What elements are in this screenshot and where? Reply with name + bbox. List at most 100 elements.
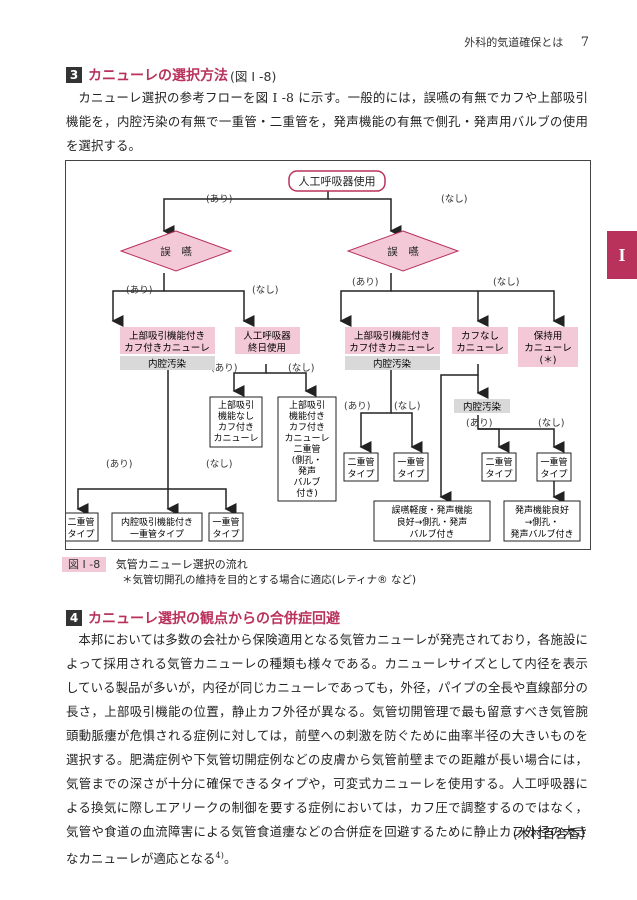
box-double-type-center [481, 452, 517, 482]
root-node [288, 170, 386, 192]
figure-note: ＊気管切開孔の維持を目的とする場合に適応(レティナ® など) [122, 574, 417, 586]
box-single-type-right-l2: タイプ [397, 469, 424, 480]
label-naikou-r-yes: (あり) [344, 401, 370, 412]
label-naikou-l-yes: (あり) [106, 459, 132, 470]
box-upper-no-cuff-l1: 上部吸引 [218, 399, 254, 411]
box-aspiration-mild-l1: 誤嚥軽度・発声機能 [391, 504, 472, 516]
box-upper-no-cuff-l2: 機能なし [218, 410, 254, 422]
box-upper-double-l1: 上部吸引 [289, 399, 325, 411]
box-voice-good-l2: →側孔・ [525, 516, 560, 528]
section4-number: 4 [66, 610, 82, 626]
box-single-type-center-l1: 一重管 [540, 456, 567, 468]
root-node-label: 人工呼吸器使用 [299, 175, 376, 188]
tag-naikou-left-label: 内腔汚染 [148, 358, 187, 370]
section4-text: 本邦においては多数の会社から保険適用となる気管カニューレが発売されており，各施設… [66, 632, 588, 867]
node-right-suction-cuff-line2: カフ付きカニューレ [349, 343, 435, 354]
box-upper-double-l4: カニューレ [284, 433, 329, 444]
box-upper-double-l9: 付き) [296, 488, 318, 499]
node-left-suction-cuff-line1: 上部吸引機能付き [129, 330, 205, 342]
box-single-type-center-l2: タイプ [540, 469, 567, 480]
label-vent-yes: (あり) [211, 363, 237, 374]
label-gomu-r-yes: (あり) [352, 277, 378, 288]
box-single-type-left-l2: タイプ [212, 529, 239, 540]
label-naikou-c-yes: (あり) [466, 418, 492, 429]
node-left-suction-cuff [120, 327, 215, 354]
section4-tail: 。 [223, 851, 237, 867]
box-upper-double-l3: カフ付き [289, 422, 325, 433]
box-single-type-center [536, 452, 572, 482]
box-upper-no-cuff-l3: カフ付き [218, 422, 254, 433]
section3-number: 3 [66, 67, 82, 83]
node-retention-line3: (＊) [540, 355, 557, 366]
box-aspiration-mild-l2: 良好→側孔・発声 [397, 516, 468, 528]
box-single-type-left [208, 512, 244, 542]
node-cuffless [452, 327, 508, 354]
label-vent-no: (なし) [288, 363, 314, 374]
box-double-type-center-l2: タイプ [485, 469, 512, 480]
box-single-type-left-l1: 一重管 [212, 516, 239, 528]
flowchart-svg: (あり) (なし) (あり) (なし) (あり) (なし) (あり) (なし) … [66, 170, 581, 542]
section3-heading: 3 カニューレの選択方法 (図 I -8) [66, 65, 276, 85]
section4-heading: 4 カニューレ選択の観点からの合併症回避 [66, 608, 340, 628]
section4-title: カニューレ選択の観点からの合併症回避 [88, 611, 340, 627]
box-single-type-right [393, 452, 429, 482]
box-voice-good [503, 500, 581, 542]
box-upper-double-l5: 二重管 [293, 443, 320, 455]
node-right-suction-cuff [345, 327, 440, 354]
running-header: 外科的気道確保とは 7 [464, 34, 589, 50]
label-root-no: (なし) [441, 194, 467, 205]
box-single-type-right-l1: 一重管 [397, 456, 424, 468]
decision-aspiration-right [346, 230, 460, 272]
box-double-type-left-l2: タイプ [67, 529, 94, 540]
decision-aspiration-right-label: 誤 嚥 [387, 245, 419, 258]
running-title: 外科的気道確保とは [464, 36, 564, 49]
node-left-suction-cuff-line2: カフ付きカニューレ [124, 343, 210, 354]
box-double-type-right-l1: 二重管 [347, 456, 374, 468]
node-vent-fullday-line1: 人工呼吸器 [243, 331, 291, 342]
box-double-type-center-l1: 二重管 [485, 456, 512, 468]
chapter-tab-label: I [618, 244, 626, 265]
label-naikou-l-no: (なし) [206, 459, 232, 470]
node-vent-fullday-line2: 終日使用 [248, 342, 286, 354]
box-upper-double-l7: 発声 [298, 465, 316, 477]
box-lumen-suction-single-l1: 内腔吸引機能付き [121, 516, 193, 528]
label-gomu-r-no: (なし) [493, 277, 519, 288]
node-right-suction-cuff-line1: 上部吸引機能付き [354, 330, 430, 342]
tag-naikou-right-label: 内腔汚染 [373, 358, 412, 370]
tag-naikou-left [120, 356, 215, 370]
section3-paragraph: カニューレ選択の参考フローを図 I -8 に示す。一般的には，誤嚥の有無でカフや… [66, 86, 588, 158]
box-upper-double-l6: (側孔・ [292, 454, 323, 466]
box-upper-double [277, 396, 337, 502]
node-retention-line1: 保持用 [534, 330, 563, 342]
label-naikou-r-no: (なし) [394, 401, 420, 412]
label-gomu-l-yes: (あり) [126, 285, 152, 296]
page-number: 7 [580, 35, 589, 50]
flowchart-figure: (あり) (なし) (あり) (なし) (あり) (なし) (あり) (なし) … [65, 160, 591, 550]
tag-naikou-center [454, 399, 510, 413]
box-double-type-left [66, 512, 99, 542]
figure-caption: 図 I -8 気管カニューレ選択の流れ ＊気管切開孔の維持を目的とする場合に適応… [62, 556, 416, 586]
label-gomu-l-no: (なし) [252, 285, 278, 296]
box-aspiration-mild-l3: バルブ付き [409, 528, 454, 540]
node-cuffless-line1: カフなし [461, 331, 499, 342]
label-naikou-c-no: (なし) [538, 418, 564, 429]
label-root-yes: (あり) [206, 194, 232, 205]
node-cuffless-line2: カニューレ [456, 343, 504, 354]
box-lumen-suction-single-l2: 一重管タイプ [130, 528, 184, 540]
box-voice-good-l3: 発声バルブ付き [510, 528, 573, 540]
box-double-type-left-l1: 二重管 [67, 516, 94, 528]
tag-naikou-right [345, 356, 440, 370]
node-retention-cannula [518, 327, 578, 367]
author-credit: (木村百合香) [512, 826, 585, 841]
figure-title: 気管カニューレ選択の流れ [115, 558, 248, 571]
box-voice-good-l1: 発声機能良好 [515, 504, 569, 516]
tag-naikou-center-label: 内腔汚染 [463, 401, 502, 413]
node-vent-fullday [235, 327, 300, 354]
section4-paragraph: 本邦においては多数の会社から保険適用となる気管カニューレが発売されており，各施設… [66, 628, 588, 871]
box-lumen-suction-single [111, 512, 203, 542]
box-double-type-right-l2: タイプ [347, 469, 374, 480]
section3-text: カニューレ選択の参考フローを図 I -8 に示す。一般的には，誤嚥の有無でカフや… [66, 90, 588, 153]
decision-aspiration-left-label: 誤 嚥 [160, 245, 192, 258]
chapter-tab: I [607, 231, 637, 279]
box-upper-no-cuff-l4: カニューレ [213, 433, 258, 444]
